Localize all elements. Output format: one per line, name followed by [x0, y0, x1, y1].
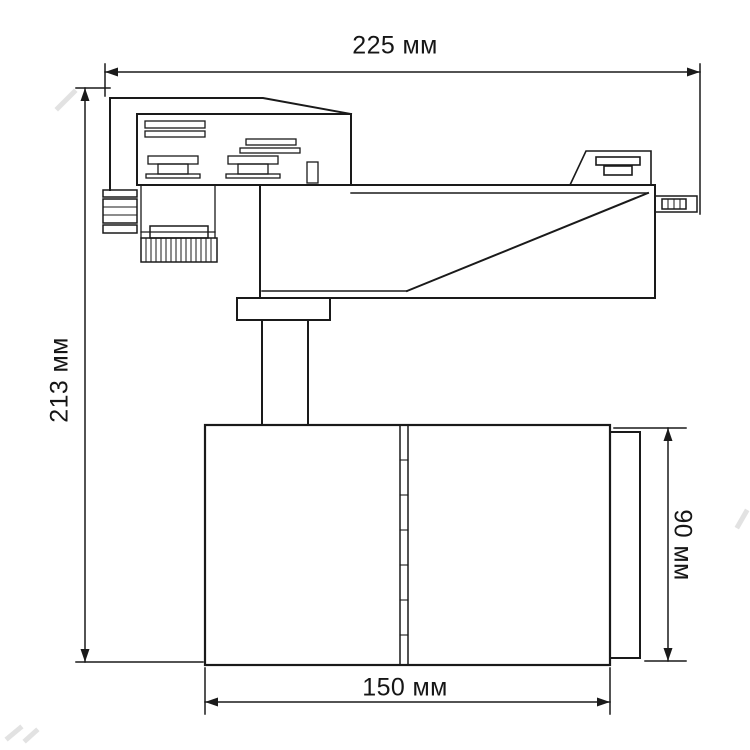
dimension-label-total-height: 213 мм: [46, 333, 74, 427]
arm-diagonal-edge: [405, 191, 650, 293]
arrowhead-up-icon: [663, 428, 673, 441]
lock-knob: [140, 225, 218, 263]
stem-joint: [236, 297, 331, 321]
left-clamp: [102, 184, 216, 239]
stem-tube: [261, 319, 309, 426]
bracket-outline: [568, 150, 652, 187]
mounting-arm: [136, 184, 656, 299]
arrowhead-left-icon: [105, 67, 118, 77]
terminal-screw: [227, 155, 279, 165]
arrowhead-down-icon: [80, 649, 90, 662]
gear-box-details: [144, 120, 319, 184]
dimension-label-head-width: 150 мм: [358, 675, 452, 701]
gear-box: [109, 97, 353, 191]
arrowhead-down-icon: [663, 648, 673, 661]
dimension-head-width-lines: [204, 667, 611, 715]
contact-bracket: [568, 150, 652, 187]
arrowhead-right-icon: [687, 67, 700, 77]
cover-top-edge: [109, 97, 353, 116]
knob-knurling: [145, 237, 212, 263]
watermark-fragments: [4, 88, 750, 744]
arm-body: [259, 184, 656, 299]
dimension-label-total-width: 225 мм: [348, 33, 442, 59]
lamp-head: [203, 423, 641, 667]
head-joint-ticks: [399, 459, 409, 636]
arrowhead-up-icon: [80, 88, 90, 101]
stem: [236, 297, 331, 426]
arrowhead-right-icon: [597, 697, 610, 707]
dimension-total-height-lines: [75, 87, 204, 663]
end-cap: [654, 195, 698, 213]
dimension-total-width-lines: [104, 63, 701, 215]
dimension-head-height-lines: [613, 427, 687, 662]
front-bezel: [609, 431, 641, 659]
dimension-label-head-height: 90 мм: [669, 505, 697, 585]
terminal-screw: [147, 155, 199, 165]
arrowhead-left-icon: [205, 697, 218, 707]
